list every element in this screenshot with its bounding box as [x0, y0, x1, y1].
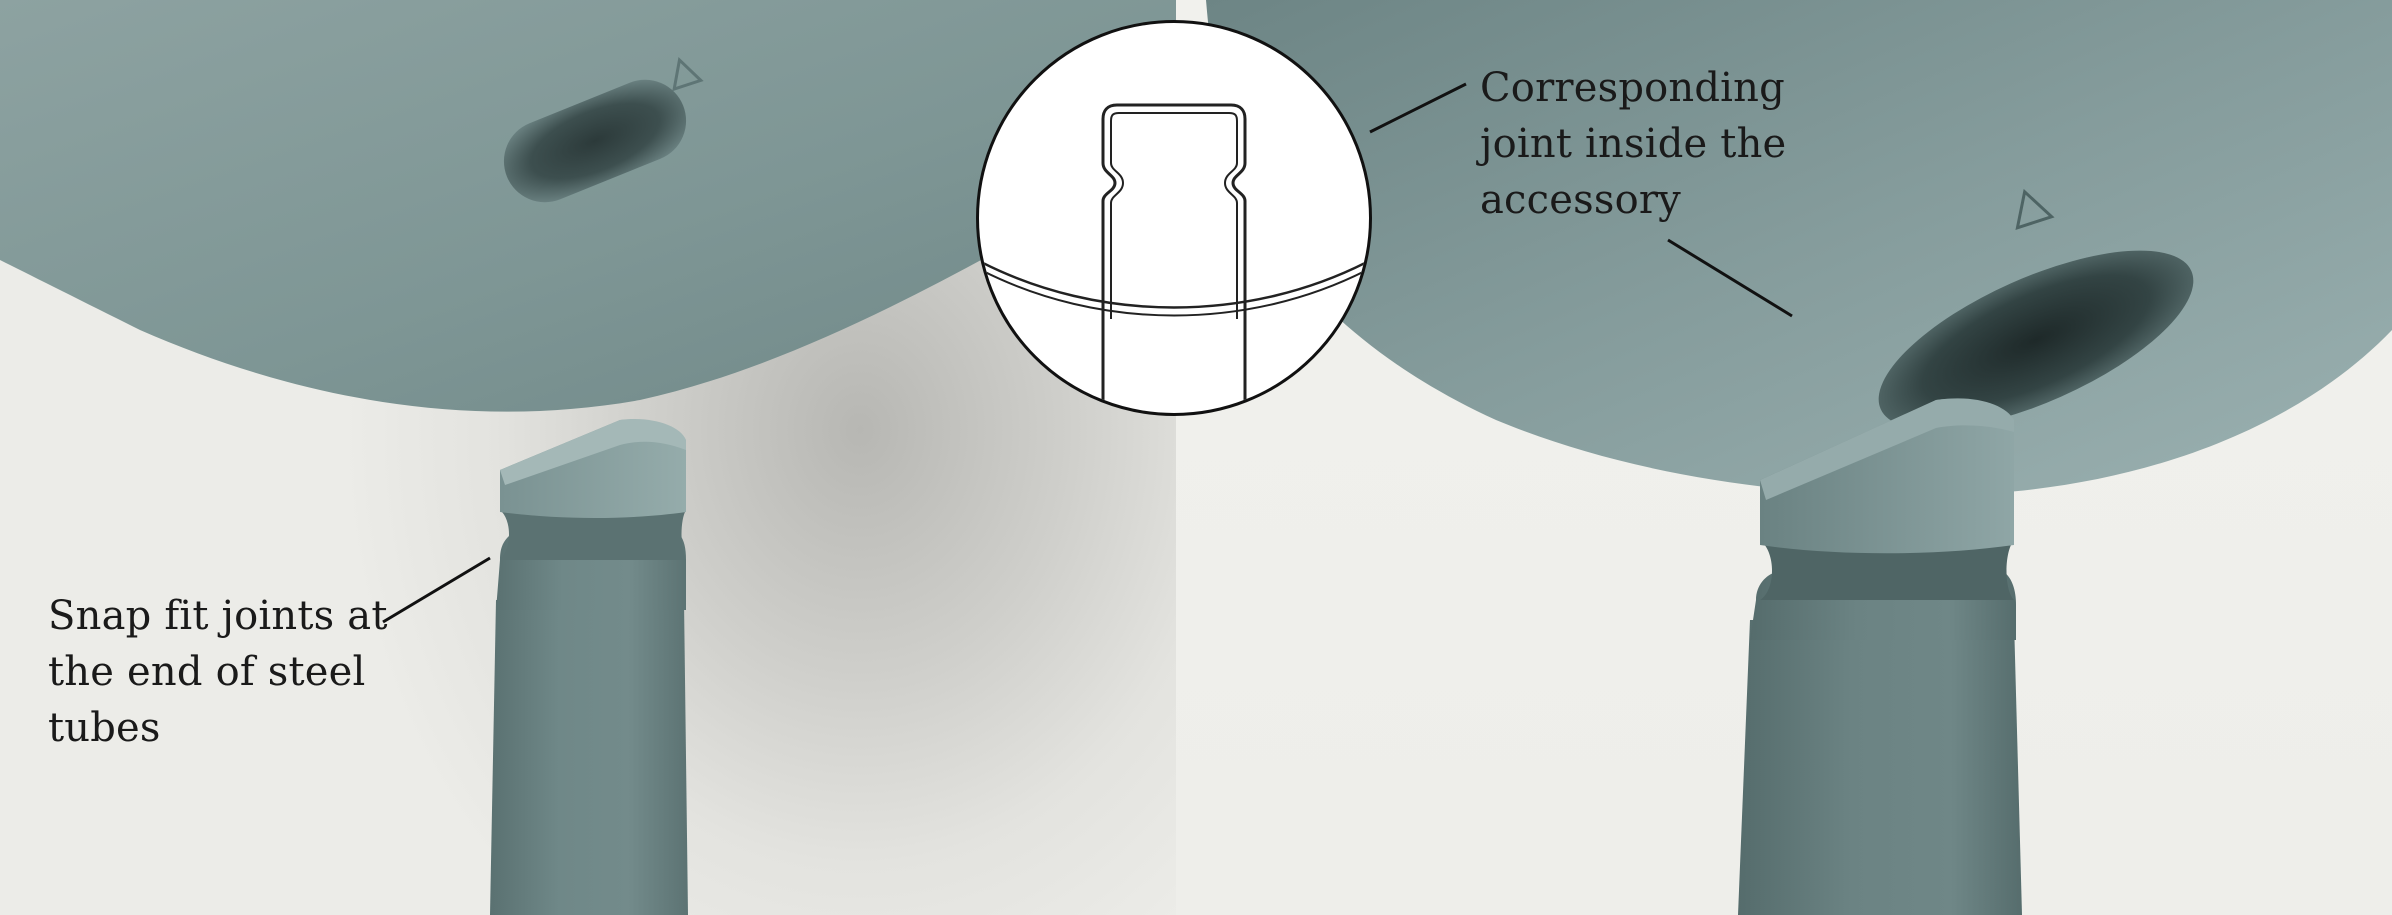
accessory-shell-left	[0, 0, 1176, 412]
accessory-shell-right	[1206, 0, 2392, 496]
left-view-illustration	[0, 0, 1176, 915]
slot-hole-left	[503, 79, 687, 203]
left-view-panel	[0, 0, 1176, 915]
left-annotation-label: Snap fit joints at the end of steel tube…	[48, 593, 388, 751]
steel-tube-right	[1738, 398, 2022, 915]
right-view-panel	[1176, 0, 2392, 915]
detail-inset	[976, 20, 1372, 416]
right-annotation-label: Corresponding joint inside the accessory	[1480, 65, 1787, 223]
recycle-mark-left-icon	[672, 56, 704, 92]
right-view-illustration	[1206, 0, 2392, 915]
steel-tube-left	[490, 419, 688, 915]
slot-hole-right	[1878, 250, 2194, 430]
recycle-mark-right-icon	[2015, 188, 2055, 231]
cross-section-drawing	[979, 103, 1369, 413]
